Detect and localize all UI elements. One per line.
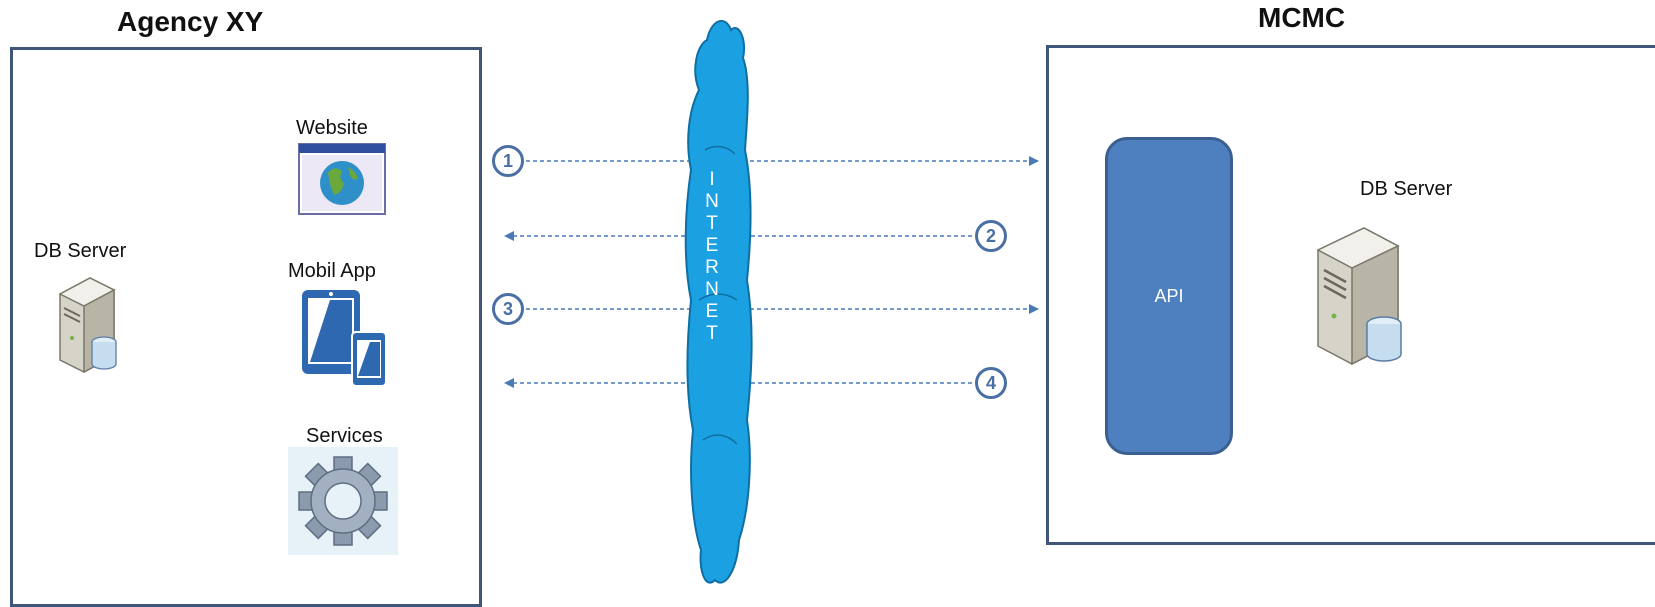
internet-letter: E <box>705 301 719 322</box>
internet-cloud <box>684 19 753 584</box>
services-gear-icon <box>288 447 398 555</box>
mcmc-db-server-label: DB Server <box>1360 178 1453 200</box>
api-block: API <box>1105 137 1233 455</box>
api-label: API <box>1154 285 1184 306</box>
agency-db-server-icon <box>58 277 117 374</box>
internet-letter: E <box>705 235 719 256</box>
website-label: Website <box>296 117 368 139</box>
agency-title: Agency XY <box>117 6 264 37</box>
internet-letter: R <box>705 257 719 278</box>
mcmc-db-server-icon <box>1316 227 1402 366</box>
internet-letter: I <box>709 169 715 190</box>
step-3-badge: 3 <box>492 293 524 325</box>
services-label: Services <box>306 425 383 447</box>
mcmc-title: MCMC <box>1258 2 1346 33</box>
mobile-app-icon <box>302 290 387 387</box>
agency-db-server-label: DB Server <box>34 240 127 262</box>
mobile-label: Mobil App <box>288 260 376 282</box>
internet-letter: N <box>705 279 719 300</box>
internet-letter: N <box>705 191 719 212</box>
step-4-badge: 4 <box>975 367 1007 399</box>
step-2-badge: 2 <box>975 220 1007 252</box>
internet-letter: T <box>706 213 718 234</box>
step-1-badge: 1 <box>492 145 524 177</box>
internet-letter: T <box>706 323 718 344</box>
website-icon <box>298 143 386 215</box>
